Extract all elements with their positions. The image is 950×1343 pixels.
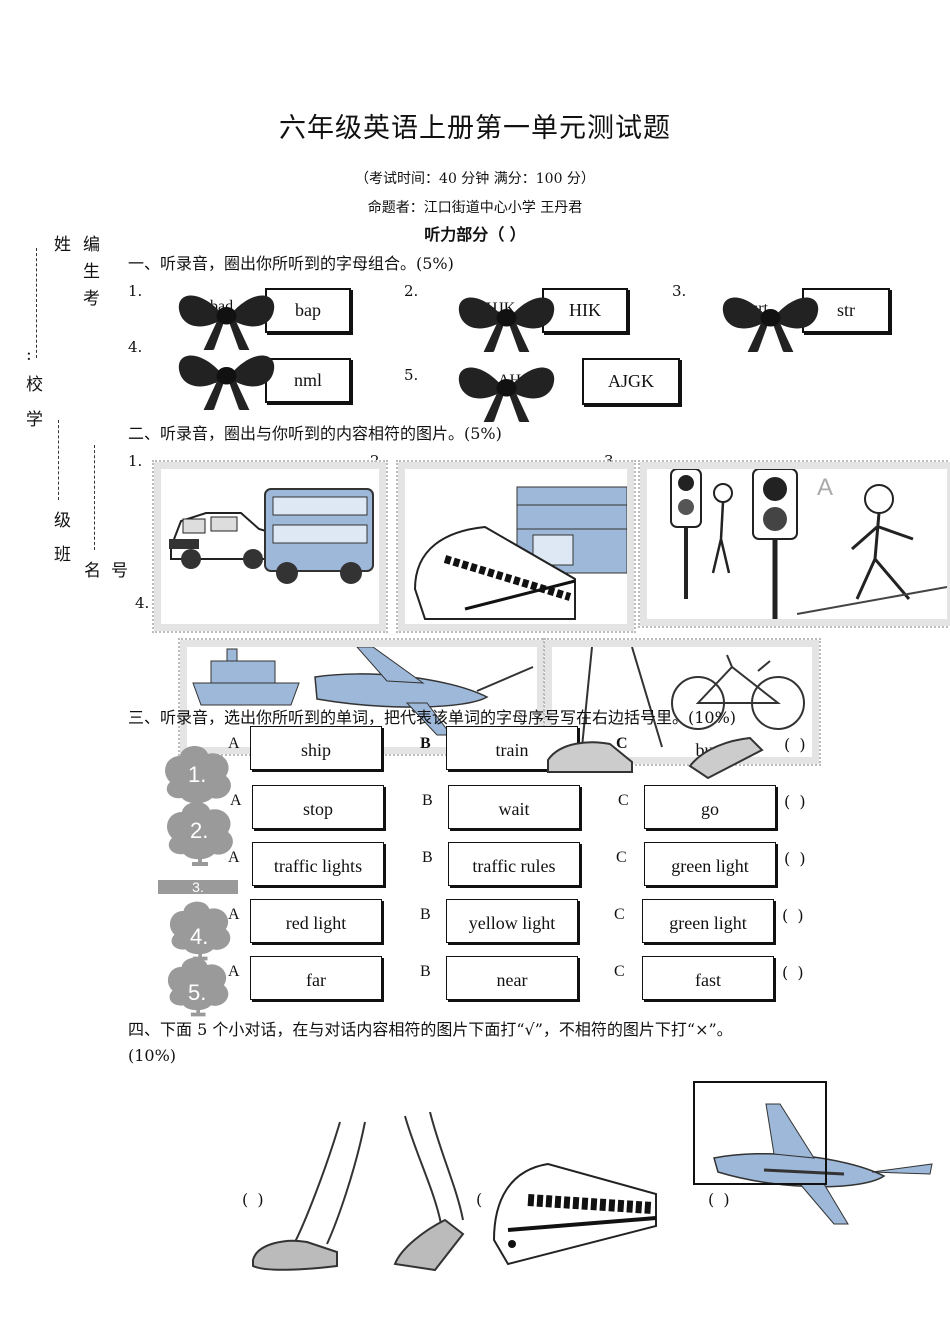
- option-letter: A: [228, 906, 240, 923]
- sidebar-label: 级: [54, 511, 71, 531]
- sidebar-label: 编: [83, 235, 100, 255]
- sidebar-label: 班: [54, 545, 71, 565]
- option-letter: B: [420, 963, 431, 980]
- option-letter: C: [614, 963, 625, 980]
- traffic-light-illustration: A: [670, 468, 948, 619]
- section4-heading-cont: (10%): [128, 1046, 177, 1065]
- option-letter: C: [616, 849, 627, 866]
- bow-icon: [458, 367, 555, 422]
- letter-box[interactable]: HIK: [542, 288, 628, 333]
- option-letter: B: [420, 906, 431, 923]
- item-number: 2.: [404, 282, 419, 300]
- sidebar-label: 考: [83, 289, 100, 309]
- item-number: 4.: [128, 338, 143, 356]
- sidebar-label: 号: [111, 561, 128, 581]
- option-letter: B: [420, 735, 431, 752]
- letter-box[interactable]: AJGK: [582, 358, 680, 405]
- picture-car-bus[interactable]: [152, 460, 388, 633]
- bow-icon: [178, 355, 275, 410]
- option-letter: B: [422, 792, 433, 809]
- question-number: 4.: [190, 924, 209, 949]
- bow-icon: [722, 297, 819, 352]
- dashed-line: [36, 248, 37, 358]
- answer-blank[interactable]: ( ): [782, 906, 806, 925]
- option-c[interactable]: go: [644, 785, 776, 829]
- answer-blank[interactable]: (: [476, 1190, 485, 1209]
- trains-illustration: [413, 486, 628, 620]
- bow-icon: [458, 297, 555, 352]
- train-illustration[interactable]: [488, 1160, 658, 1268]
- picture-number: 1.: [128, 452, 143, 470]
- sidebar-label: 姓: [54, 235, 71, 255]
- answer-blank[interactable]: ( ): [782, 963, 806, 982]
- option-letter: A: [228, 849, 240, 866]
- section3-heading: 三、听录音，选出你所听到的单词，把代表该单词的字母序号写在右边括号里。(10%): [128, 708, 737, 727]
- item-number: 5.: [404, 366, 419, 384]
- item-number: 3.: [672, 282, 687, 300]
- answer-box-outline: [693, 1081, 827, 1185]
- walk-bike-illustration: [581, 646, 805, 748]
- option-letter: A: [228, 735, 240, 752]
- picture-traffic-lights[interactable]: A: [638, 460, 950, 628]
- sidebar-label: 生: [83, 262, 100, 282]
- shoe-icon: [547, 736, 764, 780]
- option-letter: C: [618, 792, 629, 809]
- dashed-line: [58, 420, 59, 500]
- section2-heading: 二、听录音，圈出与你听到的内容相符的图片。(5%): [128, 424, 502, 443]
- option-b[interactable]: traffic rules: [448, 842, 580, 886]
- option-letter: C: [616, 735, 628, 752]
- sidebar-label: 学: [26, 410, 43, 430]
- option-b[interactable]: wait: [448, 785, 580, 829]
- option-letter: C: [614, 906, 625, 923]
- option-a[interactable]: ship: [250, 726, 382, 770]
- picture-number: 4.: [135, 594, 150, 612]
- item-number: 1.: [128, 282, 143, 300]
- svg-text:A: A: [817, 474, 833, 501]
- option-b[interactable]: near: [446, 956, 578, 1000]
- question-number: 3.: [158, 880, 238, 894]
- question-number: 1.: [188, 762, 207, 787]
- exam-info: （考试时间：40 分钟 满分：100 分）: [355, 171, 595, 187]
- sidebar-label: :: [26, 345, 32, 365]
- car-bus-illustration: [169, 488, 374, 584]
- option-a[interactable]: red light: [250, 899, 382, 943]
- answer-blank[interactable]: ( ): [708, 1190, 732, 1209]
- sidebar-label: 名: [84, 561, 101, 581]
- question-number: 2.: [190, 818, 209, 843]
- sidebar-label: 校: [26, 375, 43, 395]
- option-a[interactable]: far: [250, 956, 382, 1000]
- answer-blank[interactable]: ( ): [242, 1190, 266, 1209]
- option-letter: B: [422, 849, 433, 866]
- ship-plane-illustration: [192, 646, 534, 736]
- option-a[interactable]: stop: [252, 785, 384, 829]
- option-a[interactable]: traffic lights: [252, 842, 384, 886]
- picture-trains[interactable]: [396, 460, 636, 633]
- answer-blank[interactable]: ( ): [784, 735, 808, 754]
- answer-blank[interactable]: ( ): [784, 792, 808, 811]
- option-c[interactable]: green light: [644, 842, 776, 886]
- option-letter: A: [228, 963, 240, 980]
- author-line: 命题者：江口街道中心小学 王丹君: [367, 200, 583, 216]
- section4-heading: 四、下面 5 个小对话，在与对话内容相符的图片下面打“√”，不相符的图片下打“×…: [128, 1020, 733, 1039]
- option-letter: A: [230, 792, 242, 809]
- page-title: 六年级英语上册第一单元测试题: [279, 113, 671, 144]
- answer-blank[interactable]: ( ): [784, 849, 808, 868]
- letter-box[interactable]: bap: [265, 288, 351, 333]
- option-c[interactable]: fast: [642, 956, 774, 1000]
- question-number: 5.: [188, 980, 207, 1005]
- dashed-line: [94, 445, 95, 550]
- option-b[interactable]: yellow light: [446, 899, 578, 943]
- option-c[interactable]: green light: [642, 899, 774, 943]
- walking-legs-illustration[interactable]: [245, 1112, 470, 1277]
- part-title: 听力部分（ ）: [424, 225, 526, 244]
- section1-heading: 一、听录音，圈出你所听到的字母组合。(5%): [128, 254, 454, 273]
